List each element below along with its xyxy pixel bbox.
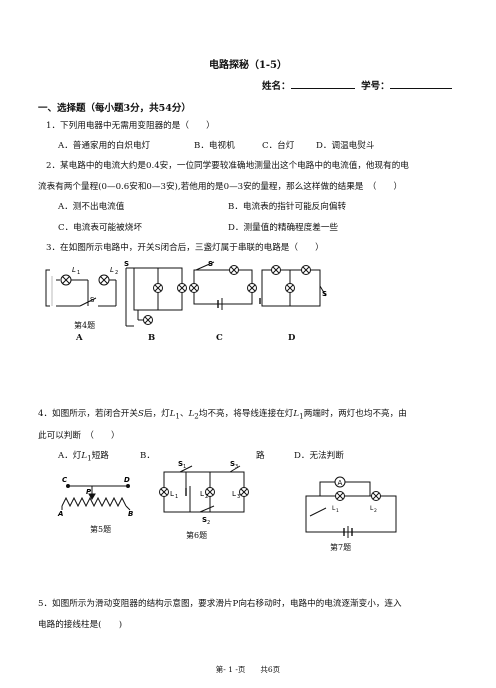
q3-circuit-b: S [124,260,187,327]
q5-line1: 5．如图所示为滑动变阻器的结构示意图，要求滑片P向右移动时，电路中的电流逐渐变小… [38,599,402,609]
q4-option-b: B． [140,451,155,461]
q4-symbol-s: S [138,409,144,419]
q4-sub1: 1 [175,411,180,421]
fig6-label-l3: L [232,490,236,498]
id-label: 学号： [361,81,390,92]
q3-label-l2: L [110,266,114,274]
q3-label-c: C [216,333,223,343]
fig6-label-l1: L [170,490,174,498]
page-title: 电路探秘（1-5） [208,60,288,71]
name-label: 姓名： [262,81,291,92]
q4-symbol-l2: L [188,409,195,419]
q4-option-a-sub: 1 [87,453,92,463]
q4-option-a-l: L [81,451,88,461]
q4-text-mid1: 后，灯 [143,409,170,419]
q4-option-a-text: A．灯 [58,451,82,461]
q3-circuit-a: L 1 L 2 S [45,266,118,307]
fig6-label-l3-sub: 3 [237,494,240,500]
fig6-label-s3-sub: 3 [235,464,238,470]
q3-label-s: S [90,296,95,304]
q2-option-a: A．测不出电流值 [58,202,125,212]
q4-text-mid2: 均不亮，将导线连接在灯 [198,409,294,419]
q3-label-l2-sub: 2 [115,270,118,276]
fig5-label-p: P [86,488,92,496]
fig5-rheostat: C D P A B [57,476,133,518]
q4-text-post: 两端时，两灯也均不亮，由 [303,409,407,419]
fig7-label-l1-sub: 1 [336,508,339,514]
fig7-ammeter-label: A [338,479,343,487]
q4-comma: 、 [179,409,189,419]
q4-option-c: 路 [256,451,265,461]
q4-option-a: A．灯L1短路 [58,449,109,463]
fig7-label-l1: L [332,505,336,512]
q1-option-b: B．电视机 [194,141,235,151]
fig6-label-s2: S [202,516,207,524]
fig6-caption: 第6题 [186,531,208,540]
q4-symbol-l1b: L [293,409,300,419]
fig5-label-a: A [57,510,63,518]
q4-symbol-l1: L [169,409,176,419]
q3-label-l1-sub: 1 [77,270,80,276]
fig5-label-c: C [62,476,68,484]
q2-option-d: D．测量值的精确程度差一些 [228,223,339,233]
q3-figure-caption: 第4题 [74,321,96,330]
q4-option-d: D．无法判断 [294,451,344,461]
fig6-label-s1: S [178,460,183,468]
page-footer: 第- 1 -页 共6页 [215,665,281,674]
q4-sub1b: 1 [299,411,304,421]
q4-line1: 4．如图所示，若闭合开关S后，灯L1、L2均不亮，将导线连接在灯L1两端时，两灯… [38,407,407,421]
q3-b-label-s: S [124,260,129,268]
q4-text-pre: 4．如图所示，若闭合开关 [38,409,138,419]
q4-sub2: 2 [194,411,199,421]
fig6-label-s3: S [230,460,235,468]
fig6-label-l2: L [200,490,204,498]
q1-option-d: D．调温电熨斗 [316,141,375,151]
id-blank [389,79,452,89]
q4-line2: 此可以判断 （ ） [38,431,120,441]
fig7-label-l2: L [370,505,374,512]
fig5-caption: 第5题 [90,525,112,534]
q3-circuit-d: S [259,265,327,307]
q5-line2: 电路的接线柱是( ) [38,620,123,630]
student-info-line: 姓名： 学号： [262,78,452,92]
q3-label-d: D [288,333,296,343]
fig5-label-d: D [124,476,130,484]
fig7-caption: 第7题 [330,543,352,552]
q3-label-a: A [76,333,83,343]
fig7-label-l2-sub: 2 [374,508,377,514]
q1-option-c: C．台灯 [262,141,295,151]
q3-label-l1: L [72,266,76,274]
q2-line2: 流表有两个量程(0—0.6安和0—3安),若他用的是0—3安的量程，那么这样做的… [38,182,403,192]
fig6-label-s2-sub: 2 [207,520,210,526]
fig6-label-l1-sub: 1 [175,494,178,500]
q1-option-a: A．普通家用的白炽电灯 [58,141,151,151]
fig5-label-b: B [128,510,133,518]
q3-d-label-s: S [322,290,327,298]
section-heading: 一、选择题（每小题3分，共54分） [38,103,191,114]
q2-option-c: C．电流表可能被烧坏 [58,223,142,233]
fig6-circuit: S 1 S 3 L 1 L 2 L 3 S 2 [159,460,249,526]
q3-c-label-s: S [208,260,213,268]
fig6-label-s1-sub: 1 [183,464,186,470]
q4-option-a-post: 短路 [91,451,109,461]
q3-stem: 3．在如图所示电路中，开关S闭合后，三盏灯属于串联的电路是（ ） [46,243,324,253]
fig6-label-l2-sub: 2 [205,494,208,500]
fig7-circuit: A L 1 L 2 [305,476,397,538]
q3-circuit-c: S [189,260,257,310]
q1-stem: 1．下列用电器中无需用变阻器的是（ ） [46,121,215,131]
q2-line1: 2．某电路中的电流大约是0.4安，一位同学要较准确地测量出这个电路中的电流值，他… [46,161,409,171]
name-blank [290,79,355,89]
q2-option-b: B．电流表的指针可能反向偏转 [228,202,347,212]
q3-label-b: B [148,333,156,343]
